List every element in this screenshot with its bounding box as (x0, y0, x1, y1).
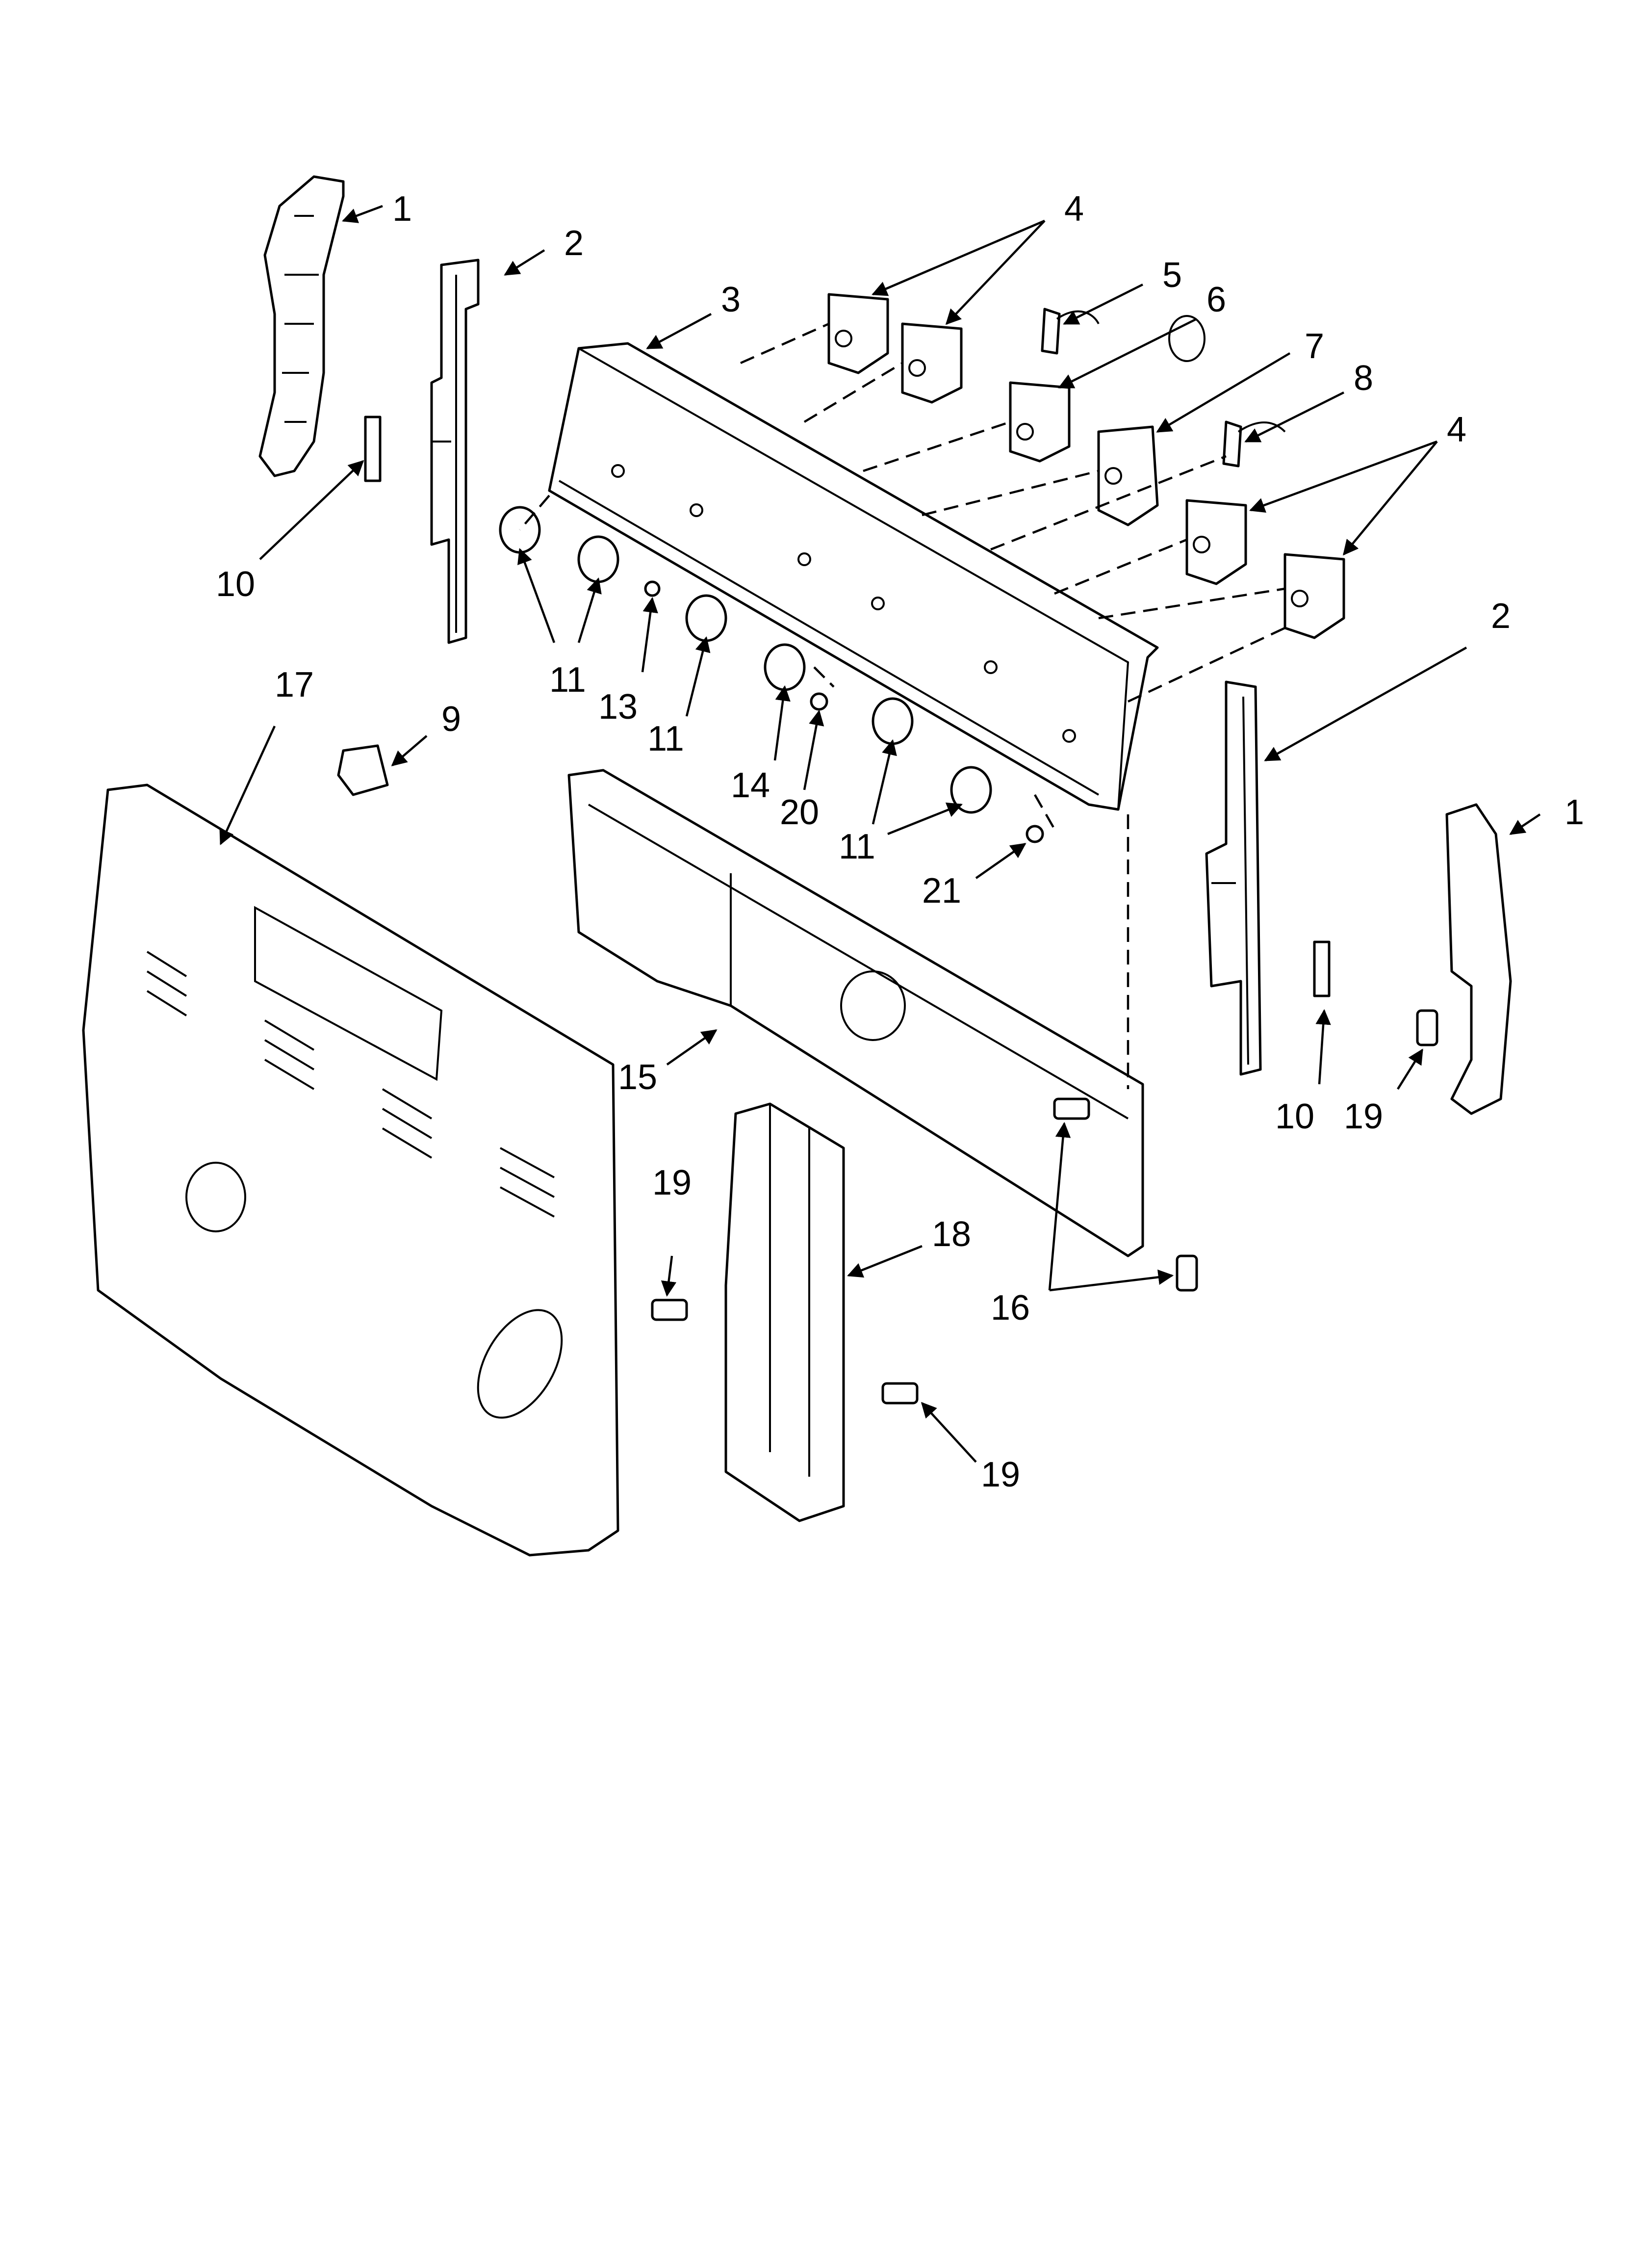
callout-11-a: 11 (549, 660, 586, 700)
callout-19-right: 19 (1344, 1097, 1383, 1136)
callout-5: 5 (1162, 256, 1182, 295)
callout-10-right: 10 (1275, 1097, 1314, 1136)
wire-harness-5 (1041, 308, 1100, 355)
callout-1-left: 1 (392, 189, 412, 229)
rear-panel (567, 769, 1144, 1257)
side-bracket-right (1205, 680, 1262, 1076)
callout-9: 9 (441, 700, 461, 739)
switch-6 (1009, 381, 1071, 463)
callout-4-top: 4 (1064, 189, 1084, 229)
clip-9 (337, 744, 389, 796)
callout-13: 13 (598, 687, 638, 727)
screw-19-right (1416, 1009, 1438, 1046)
switch-7 (1097, 315, 1206, 526)
callout-1-right: 1 (1565, 793, 1584, 832)
callout-14: 14 (731, 766, 770, 805)
callout-8: 8 (1354, 359, 1373, 398)
side-bracket-left (430, 259, 480, 644)
clip-10-left (364, 416, 382, 482)
knob-3 (685, 594, 727, 642)
callout-21: 21 (922, 871, 961, 911)
callout-11-c: 11 (839, 827, 875, 866)
callout-11-b: 11 (647, 719, 684, 758)
callout-19-lower: 19 (981, 1455, 1020, 1494)
callout-7: 7 (1305, 327, 1324, 366)
callout-20: 20 (780, 793, 819, 832)
screw-16-b (1176, 1254, 1198, 1292)
knob-2 (577, 535, 619, 583)
control-panel (548, 342, 1159, 811)
side-trim-left (258, 175, 345, 477)
screw-19-middle (651, 1299, 688, 1321)
screw-20 (810, 692, 828, 711)
callout-17: 17 (275, 665, 314, 704)
assembly-lines (519, 322, 1285, 1089)
callout-19-middle: 19 (652, 1163, 692, 1202)
callout-2-right: 2 (1491, 597, 1511, 636)
infinite-switch-2 (901, 322, 963, 404)
callout-4-right: 4 (1447, 410, 1466, 449)
callout-3: 3 (721, 280, 741, 319)
callout-6: 6 (1206, 280, 1226, 319)
leader-arrows (219, 205, 1541, 1463)
wire-harness-8 (1222, 420, 1286, 468)
side-trim-right (1445, 803, 1512, 1115)
callout-18: 18 (932, 1215, 971, 1254)
screw-16-a (1053, 1097, 1090, 1120)
knob-6 (950, 766, 992, 814)
screw-21 (1026, 825, 1044, 843)
callout-labels: 1 1 2 2 3 4 4 5 6 7 8 9 10 10 11 11 11 1… (216, 189, 1584, 1494)
callout-16: 16 (991, 1288, 1030, 1328)
screw-19-lower (881, 1382, 919, 1405)
channel-18 (724, 1102, 845, 1522)
back-panel (82, 783, 619, 1557)
callout-2-left: 2 (564, 224, 584, 263)
infinite-switch-1 (827, 293, 889, 374)
clip-10-right (1313, 940, 1331, 997)
knob-5 (872, 697, 914, 745)
infinite-switch-4 (1283, 553, 1345, 639)
infinite-switch-3 (1185, 499, 1247, 585)
knob-4 (764, 643, 806, 691)
callout-10-left: 10 (216, 565, 255, 604)
callout-15: 15 (618, 1058, 657, 1097)
screw-13 (644, 580, 661, 597)
